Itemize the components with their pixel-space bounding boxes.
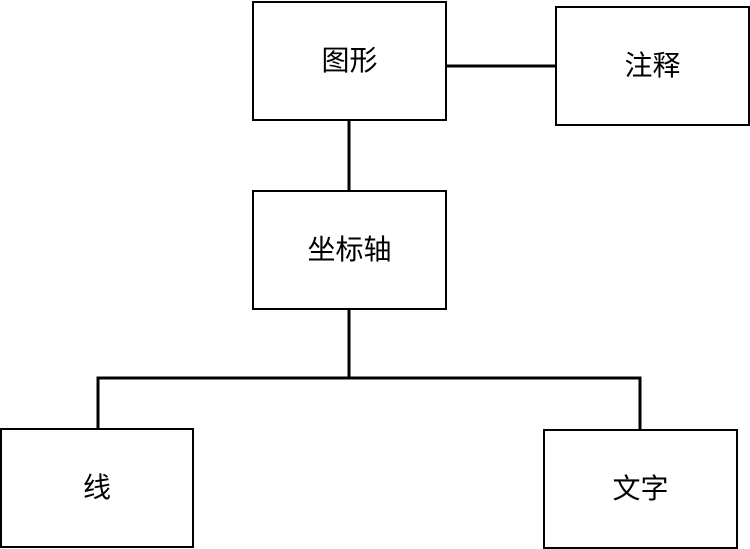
node-text: 文字 — [543, 429, 738, 549]
node-axes-label: 坐标轴 — [307, 233, 392, 266]
node-axes: 坐标轴 — [252, 190, 447, 310]
node-line: 线 — [0, 428, 194, 548]
node-text-label: 文字 — [612, 472, 669, 505]
node-figure-label: 图形 — [321, 44, 378, 77]
node-annotation-label: 注释 — [624, 49, 681, 82]
node-figure: 图形 — [252, 1, 447, 121]
node-annotation: 注释 — [555, 6, 750, 126]
node-line-label: 线 — [82, 471, 111, 504]
